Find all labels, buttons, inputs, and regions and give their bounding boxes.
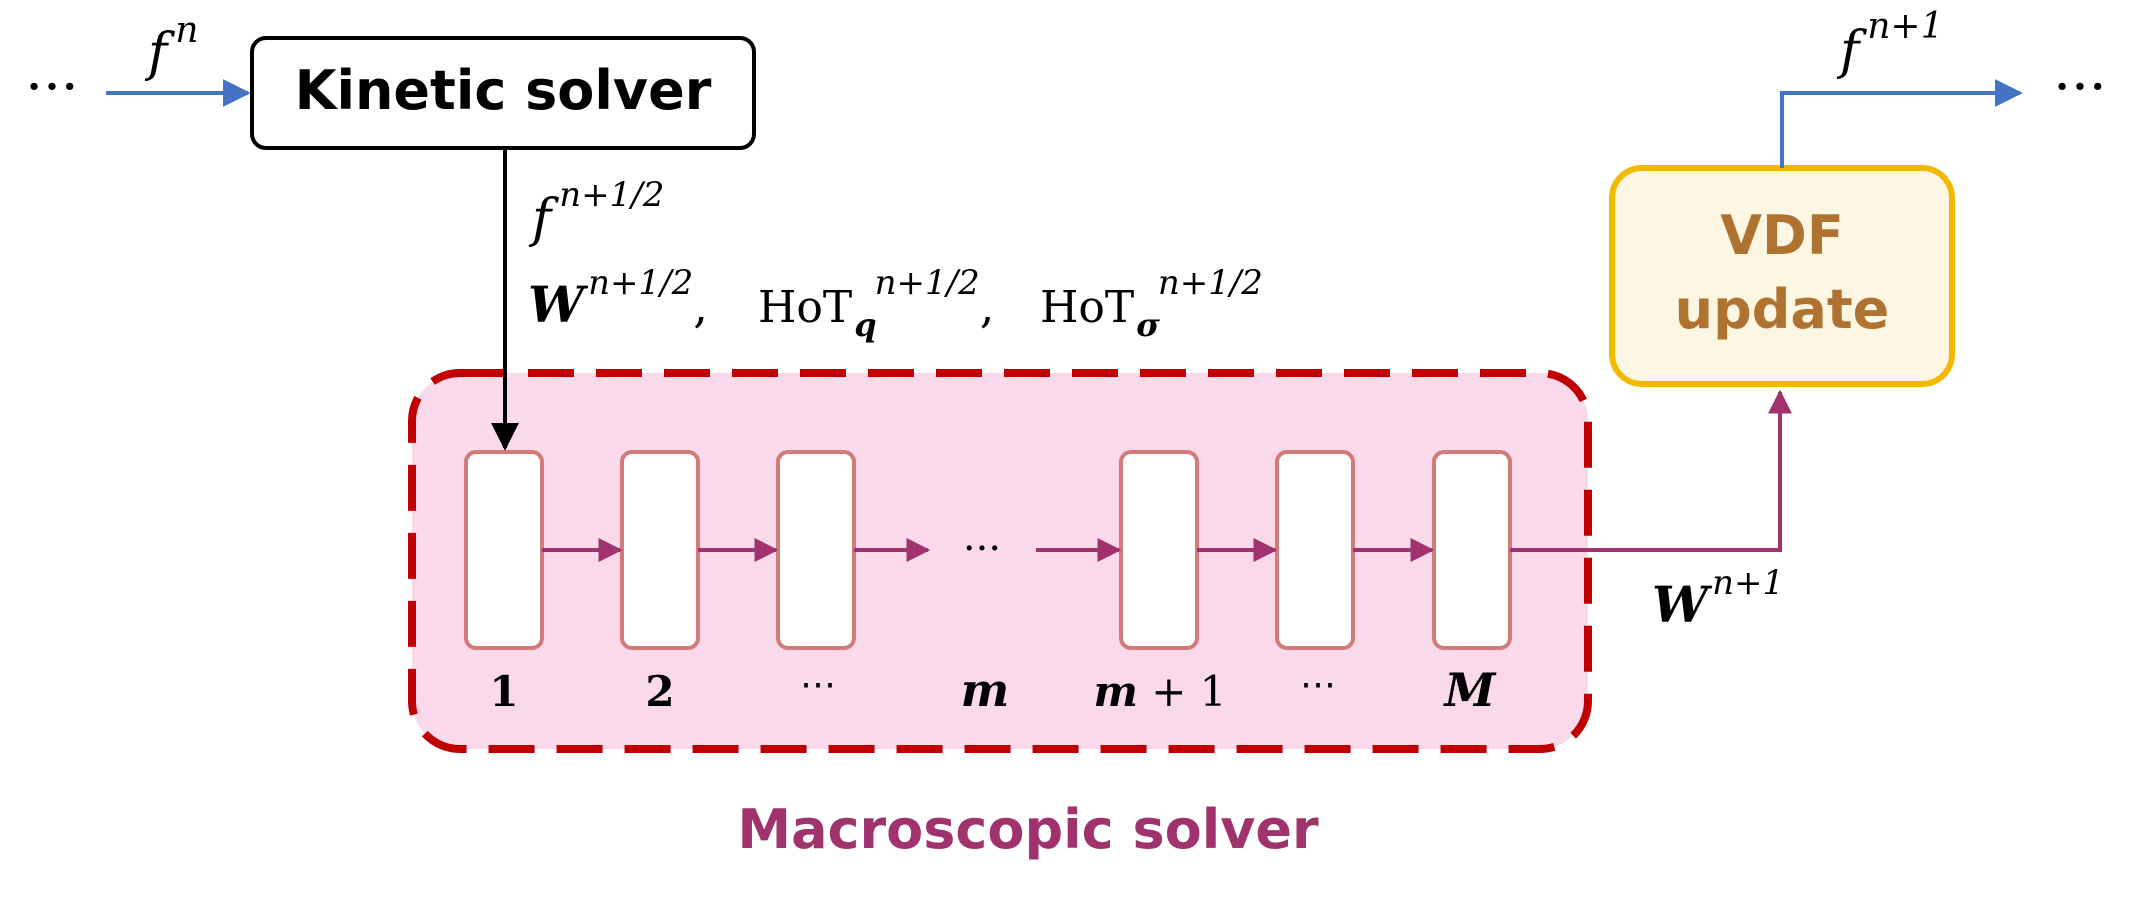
output-arrow: [1780, 79, 2023, 168]
dots-right: ···: [2053, 55, 2106, 120]
macroscopic-solver-label: Macroscopic solver: [737, 798, 1319, 861]
kinetic-solver-label: Kinetic solver: [295, 59, 712, 122]
hot-q-label: HoTqn+1/2,: [758, 263, 994, 344]
step-box-m-plus-1: [1275, 450, 1355, 650]
dots-left: ···: [25, 55, 78, 120]
step-label-ellipsis-2: ⋯: [1300, 664, 1336, 705]
step-box-m: [1119, 450, 1199, 650]
step-label-m: m: [961, 663, 1010, 717]
step-box-2: [620, 450, 700, 650]
step-label-M: M: [1443, 663, 1498, 717]
step-box-3: [776, 450, 856, 650]
hot-sigma-label: HoTσn+1/2: [1040, 263, 1263, 344]
macro-to-vdf-arrow: [1510, 389, 1792, 552]
vdf-update-box: [1609, 165, 1955, 387]
step-box-1: [464, 450, 544, 650]
step-label-m-plus-1: m + 1: [1093, 667, 1226, 716]
step-label-ellipsis-1: ⋯: [800, 664, 836, 705]
internal-dots: ···: [963, 526, 1001, 572]
vdf-update-line1: VDF: [1720, 204, 1844, 267]
vdf-update-line2: update: [1675, 278, 1890, 341]
step-label-1: 1: [489, 667, 518, 716]
step-label-2: 2: [645, 667, 674, 716]
step-box-M: [1432, 450, 1512, 650]
